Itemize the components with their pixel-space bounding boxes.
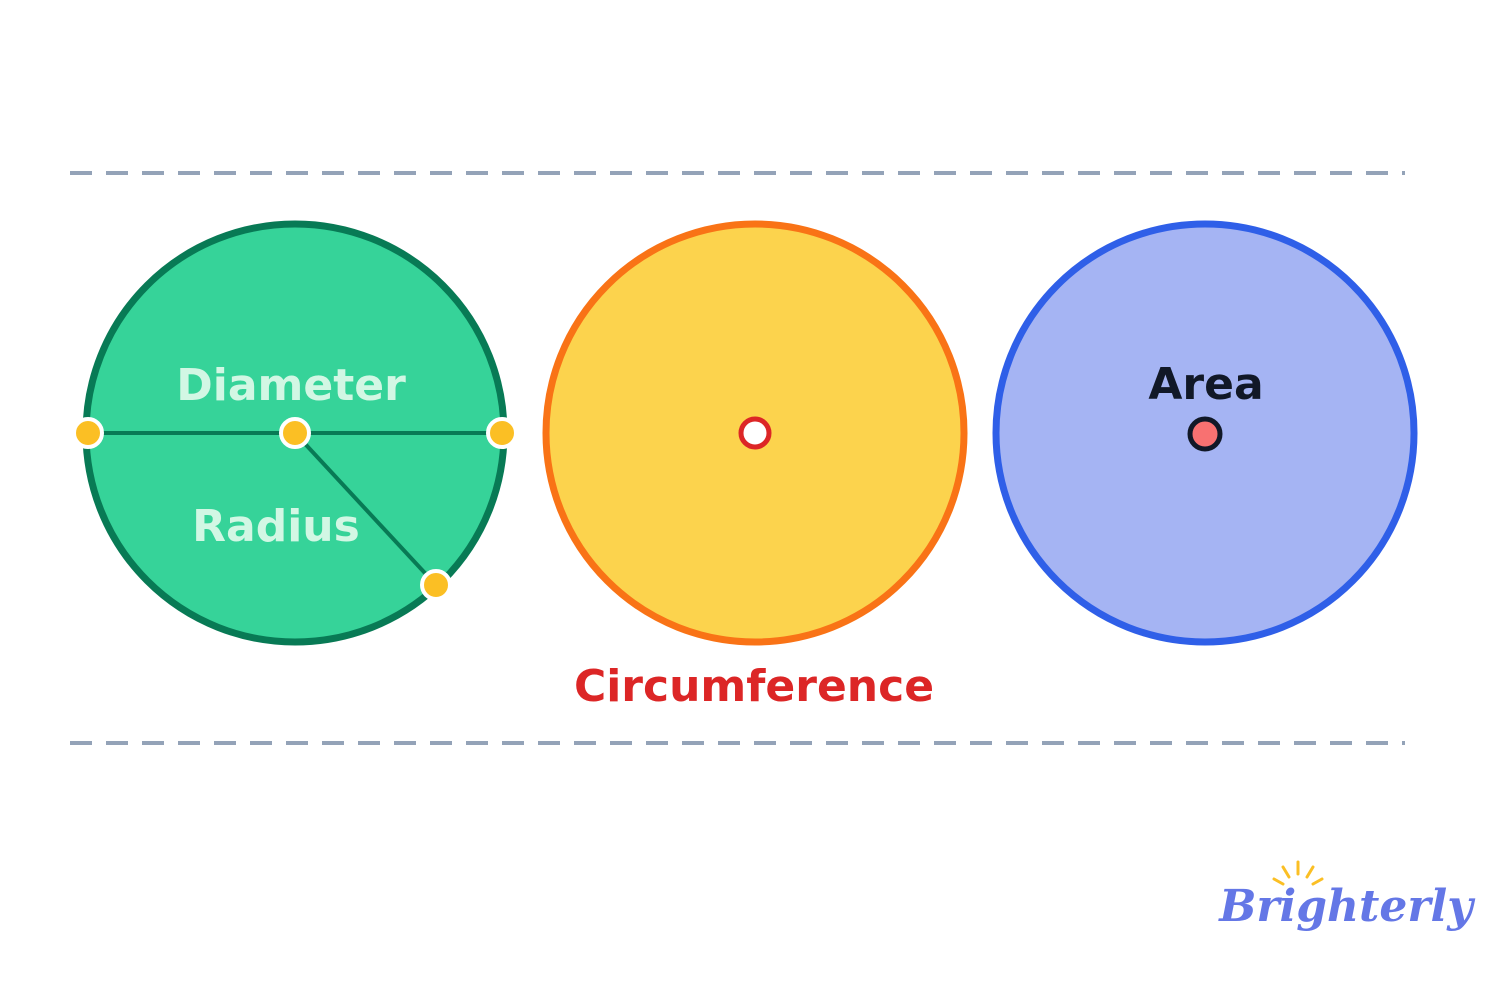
diameter-right-point (486, 417, 518, 449)
logo-text: Brighterly (1217, 881, 1476, 932)
diameter-left-point (72, 417, 104, 449)
area-center-point (1187, 416, 1223, 452)
diameter-radius-circle-group: Diameter Radius (72, 220, 518, 646)
circumference-label: Circumference (574, 661, 934, 712)
center-point (279, 417, 311, 449)
radius-end-point (420, 569, 452, 601)
circumference-circle-group: Circumference (542, 220, 968, 712)
circumference-center-point (738, 416, 772, 450)
area-circle-group: Area (992, 220, 1418, 646)
sun-icon (1272, 860, 1324, 886)
brighterly-logo: Brighterly (1217, 860, 1476, 932)
radius-label: Radius (192, 501, 360, 552)
radius-line (293, 431, 438, 587)
diameter-label: Diameter (176, 360, 406, 411)
area-label: Area (1148, 359, 1263, 410)
